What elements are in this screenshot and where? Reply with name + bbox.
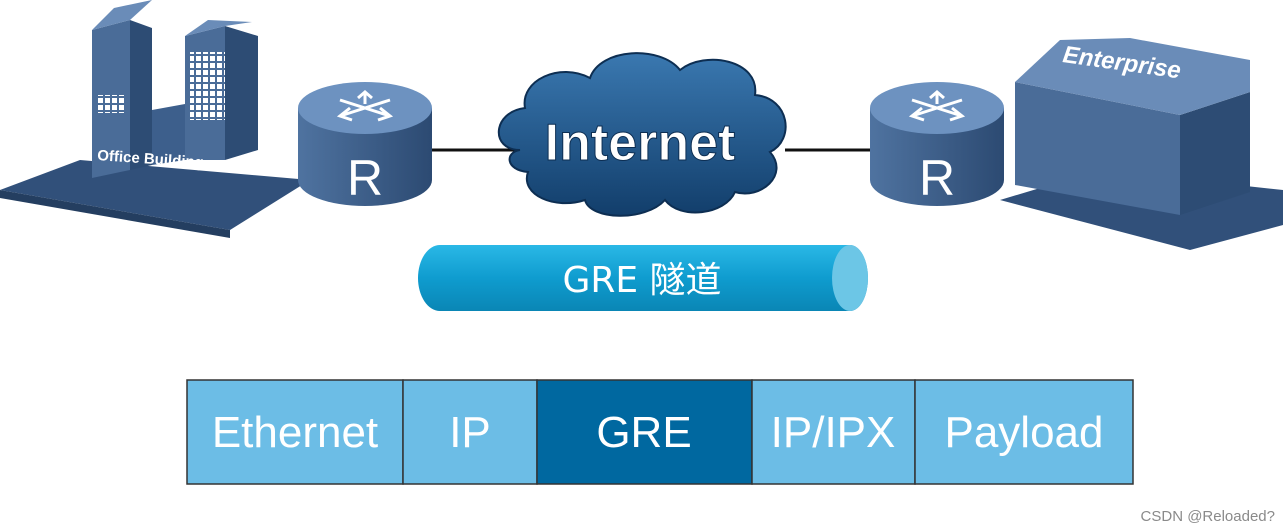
packet-field-label-ethernet: Ethernet xyxy=(212,408,378,457)
router-icon-left: R xyxy=(298,82,432,206)
office-building-icon: Office Building xyxy=(0,0,310,238)
packet-field-label-gre: GRE xyxy=(596,408,691,457)
enterprise-building-icon: Enterprise xyxy=(1000,38,1283,323)
packet-field xyxy=(751,379,916,485)
packet-field-label-ip: IP xyxy=(449,408,491,457)
packet-field-label-payload: Payload xyxy=(944,408,1103,457)
gre-tunnel-label: GRE 隧道 xyxy=(562,260,721,301)
internet-cloud-icon: Internet xyxy=(497,52,787,217)
packet-field-label-ip-ipx: IP/IPX xyxy=(771,408,896,457)
packet-header-bar: Ethernet IP GRE IP/IPX Payload xyxy=(186,379,1134,485)
watermark: CSDN @Reloaded? xyxy=(1140,508,1275,525)
router-right-label: R xyxy=(919,150,955,206)
internet-label: Internet xyxy=(545,114,736,172)
packet-field xyxy=(402,379,538,485)
gre-tunnel: GRE 隧道 xyxy=(418,245,868,311)
router-icon-right: R xyxy=(870,82,1004,206)
packet-field xyxy=(186,379,404,485)
packet-field xyxy=(914,379,1134,485)
router-left-label: R xyxy=(347,150,383,206)
packet-field xyxy=(536,379,753,485)
